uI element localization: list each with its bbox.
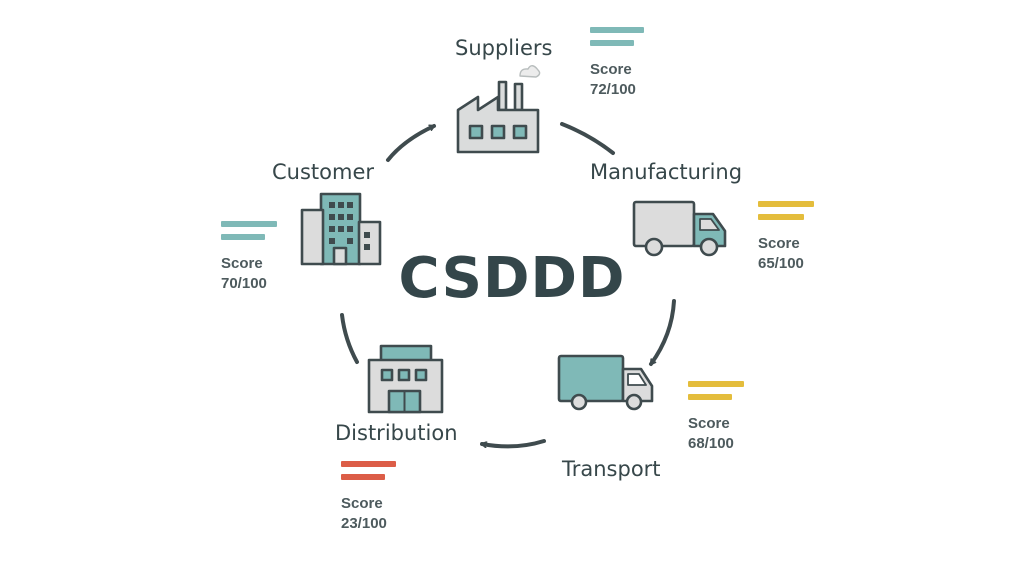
score-card-distribution: Score 23/100 (341, 461, 396, 534)
score-card-transport: Score 68/100 (688, 381, 744, 454)
truck-icon (557, 354, 654, 411)
node-label-customer: Customer (272, 160, 375, 184)
score-bar (341, 474, 385, 480)
score-label: Score (341, 495, 383, 512)
score-bar (221, 234, 265, 240)
score-bar (221, 221, 277, 227)
score-bar (688, 394, 732, 400)
score-card-suppliers: Score 72/100 (590, 27, 644, 100)
score-value: 65/100 (758, 255, 804, 272)
score-card-customer: Score 70/100 (221, 221, 277, 294)
diagram-title: CSDDD (398, 246, 626, 311)
smoke-icon (519, 65, 541, 78)
score-bar (688, 381, 744, 387)
factory-icon (456, 65, 541, 154)
score-label: Score (590, 61, 632, 78)
arrow-manufacturing-to-transport (649, 299, 676, 366)
score-label: Score (688, 415, 730, 432)
score-bar (341, 461, 396, 467)
node-label-suppliers: Suppliers (455, 36, 553, 60)
score-bar (590, 27, 644, 33)
arrow-transport-to-distribution (480, 439, 546, 449)
arrow-customer-to-suppliers (386, 124, 436, 162)
connector-distribution-to-customer (340, 313, 359, 364)
score-value: 68/100 (688, 435, 734, 452)
score-label: Score (758, 235, 800, 252)
connector-suppliers-to-manufacturing (560, 122, 615, 155)
truck-icon (632, 200, 727, 257)
node-label-transport: Transport (562, 457, 661, 481)
score-bar (758, 214, 804, 220)
warehouse-icon (367, 344, 444, 414)
score-bar (758, 201, 814, 207)
score-value: 70/100 (221, 275, 267, 292)
score-value: 72/100 (590, 81, 636, 98)
node-label-manufacturing: Manufacturing (590, 160, 743, 184)
score-bar (590, 40, 634, 46)
node-label-distribution: Distribution (335, 421, 458, 445)
score-label: Score (221, 255, 263, 272)
score-value: 23/100 (341, 515, 387, 532)
score-card-manufacturing: Score 65/100 (758, 201, 814, 274)
office-building-icon (300, 192, 382, 266)
